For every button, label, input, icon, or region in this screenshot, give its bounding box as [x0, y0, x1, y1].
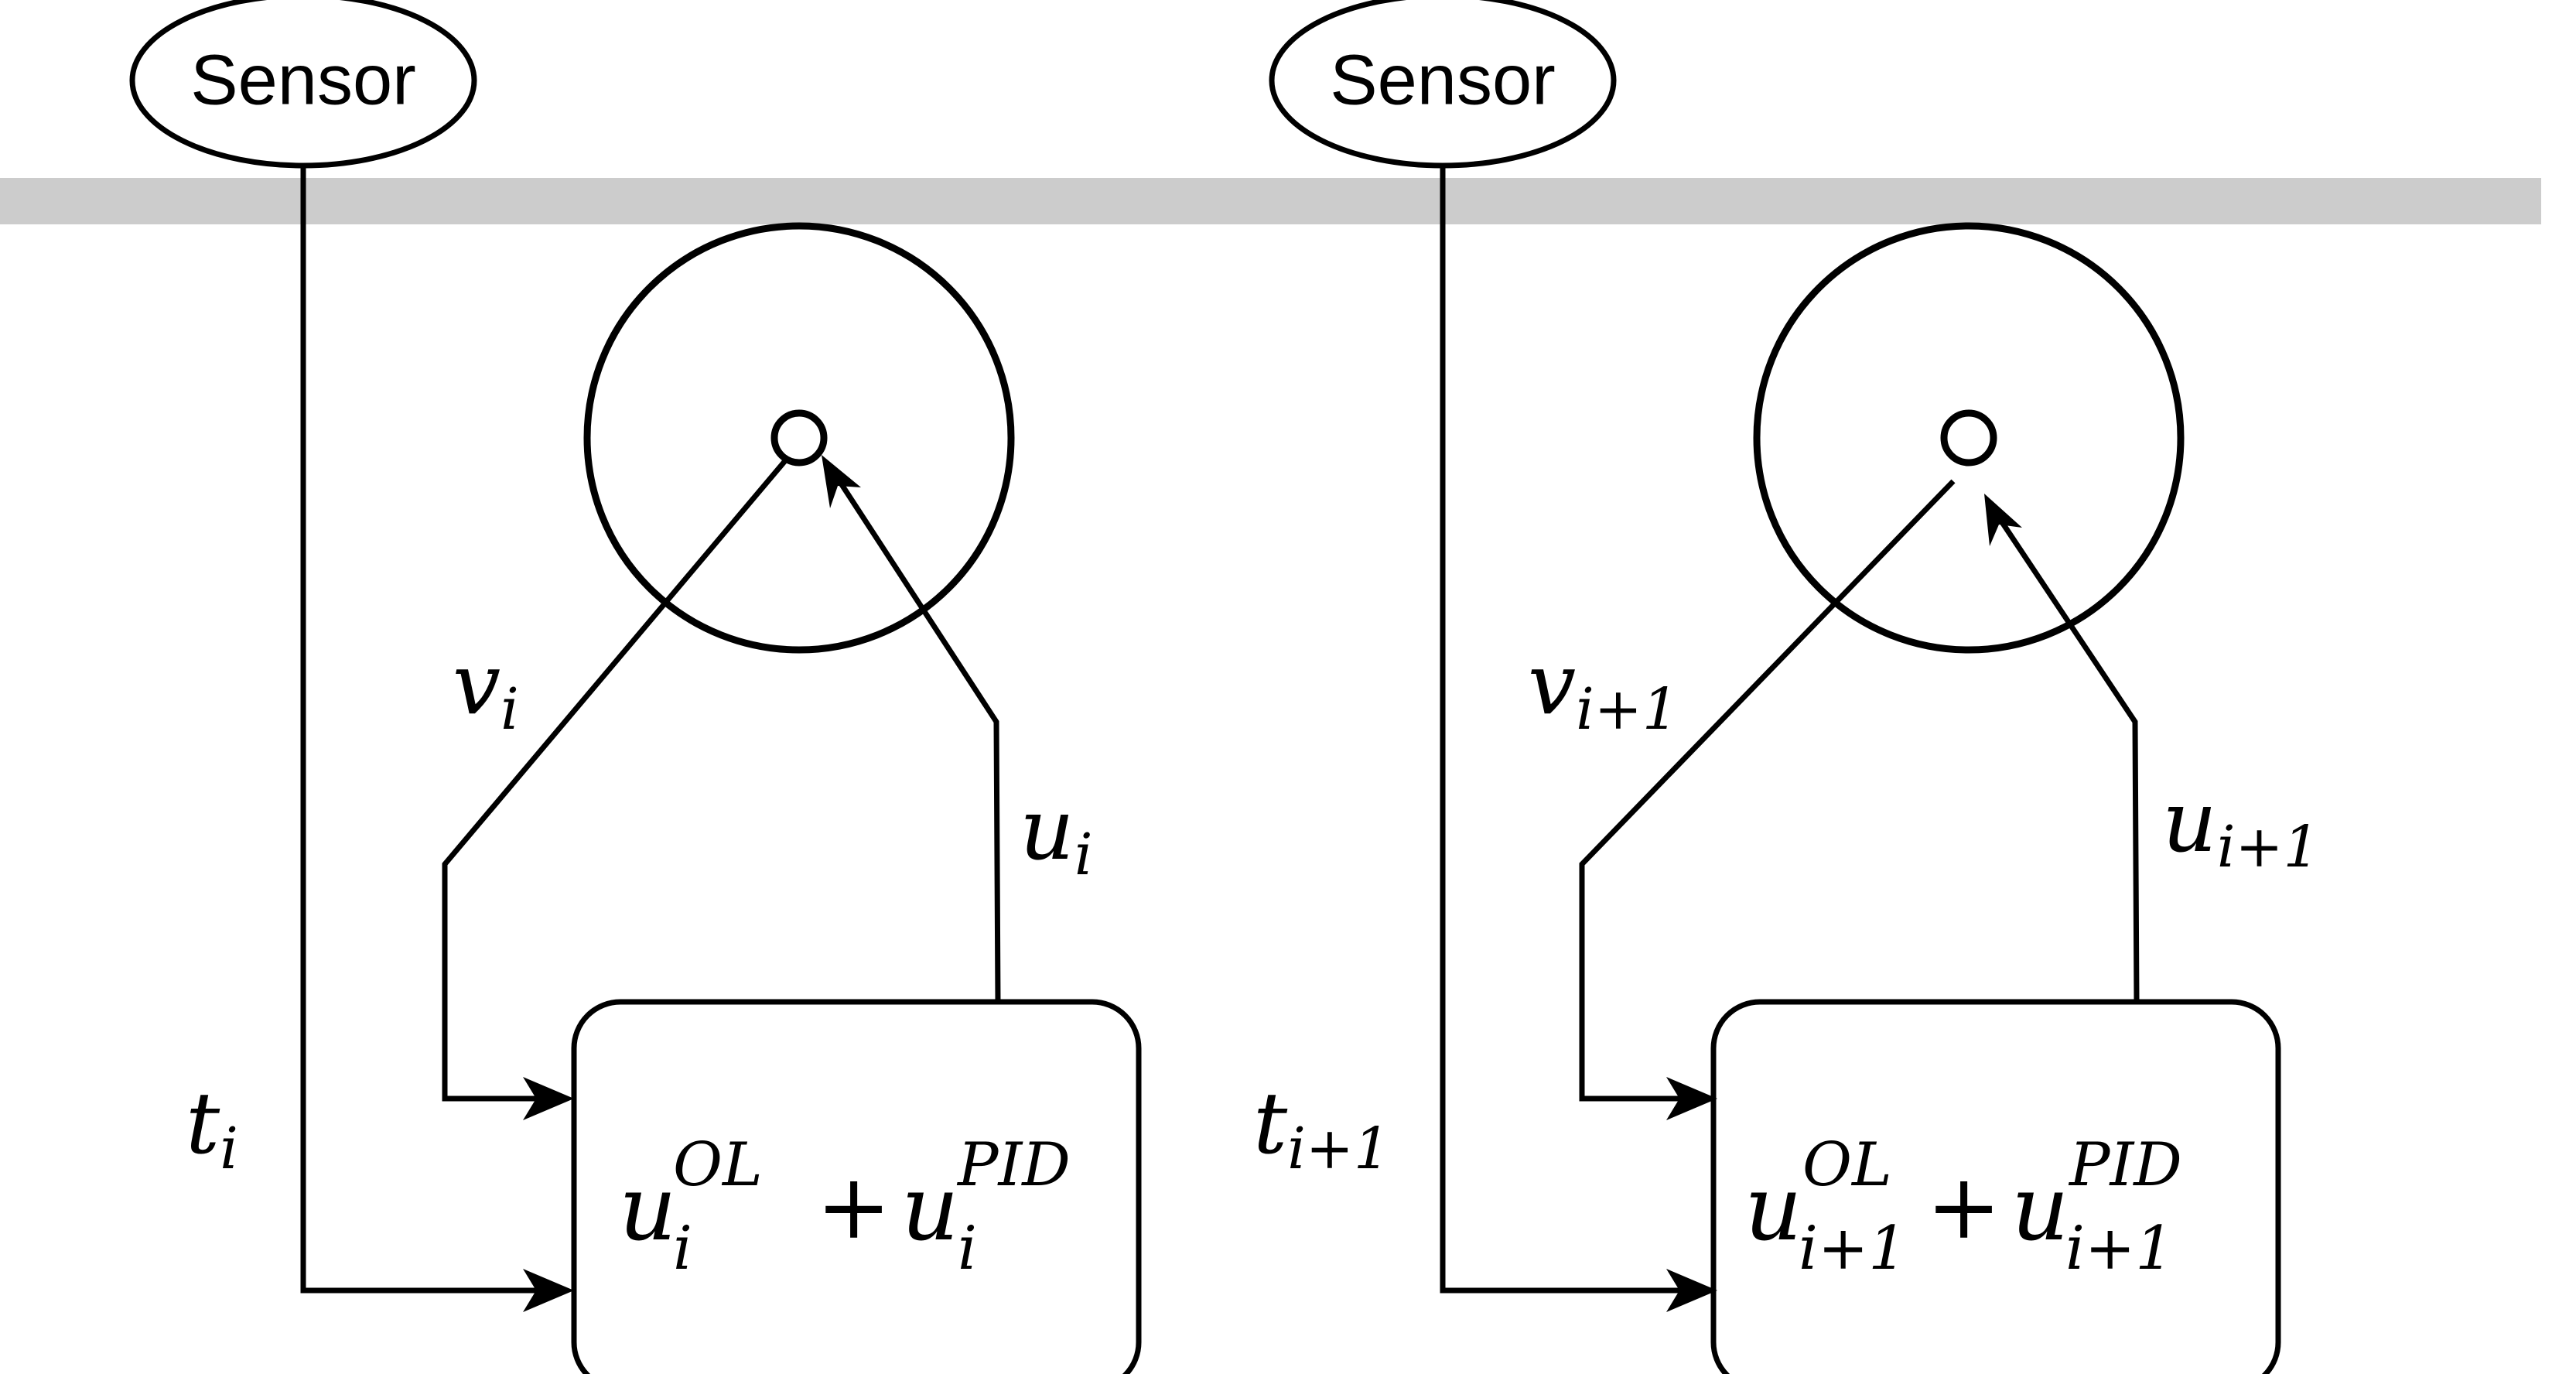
control-label: ui+1: [2162, 772, 2320, 880]
velocity-arrowhead: [523, 1077, 574, 1120]
unit-2: Sensor ti+1 vi+1 ui+1 u OL i+1 +: [1253, 0, 2320, 1374]
control-output-line: [1995, 514, 2140, 1003]
ol-term-sup: OL: [673, 1130, 763, 1200]
time-label: ti+1: [1253, 1074, 1390, 1182]
pid-term-base: u: [2011, 1157, 2069, 1261]
ol-term-sub: i+1: [1799, 1214, 1907, 1283]
control-arrowhead: [1984, 494, 2022, 546]
ol-term-sup: OL: [1802, 1130, 1892, 1200]
wheel: [1753, 222, 2185, 654]
velocity-label: vi+1: [1528, 634, 1679, 743]
plus-operator: +: [816, 1155, 891, 1260]
sensor-arrowhead: [523, 1269, 574, 1312]
sensor-arrowhead: [1666, 1269, 1717, 1312]
sensor-signal-line: [300, 166, 559, 1294]
sensor-label: Sensor: [190, 40, 416, 119]
rail-band: [0, 178, 2541, 224]
unit-1: Sensor ti vi ui u OL i + u: [129, 0, 1142, 1374]
controller-formula: u OL i+1 + u PID i+1: [1744, 1130, 2182, 1283]
wheel-hub: [1940, 409, 1997, 467]
pid-term-sub: i: [958, 1214, 977, 1283]
velocity-label: vi: [453, 634, 519, 743]
velocity-feedback-line: [442, 456, 790, 1102]
plus-operator: +: [1926, 1155, 2001, 1260]
control-output-line: [833, 473, 1001, 1003]
sensor-label: Sensor: [1330, 40, 1556, 119]
sensor-signal-line: [1440, 166, 1702, 1294]
pid-term-base: u: [901, 1157, 959, 1261]
ol-term-base: u: [1744, 1157, 1802, 1261]
pid-term-sup: PID: [2068, 1130, 2182, 1200]
ol-term-base: u: [619, 1157, 677, 1261]
control-arrowhead: [822, 455, 861, 508]
ol-term-sub: i: [673, 1214, 692, 1283]
controller-formula: u OL i + u PID i: [619, 1130, 1071, 1283]
control-label: ui: [1020, 780, 1093, 888]
wheel: [583, 222, 1015, 654]
velocity-feedback-line: [1579, 479, 1956, 1102]
wheel-hub: [770, 409, 828, 467]
controller-box: [1710, 999, 2281, 1374]
time-label: ti: [186, 1074, 238, 1182]
velocity-arrowhead: [1666, 1077, 1717, 1120]
pid-term-sub: i+1: [2065, 1214, 2174, 1283]
controller-box: [571, 999, 1142, 1374]
pid-term-sup: PID: [956, 1130, 1071, 1200]
